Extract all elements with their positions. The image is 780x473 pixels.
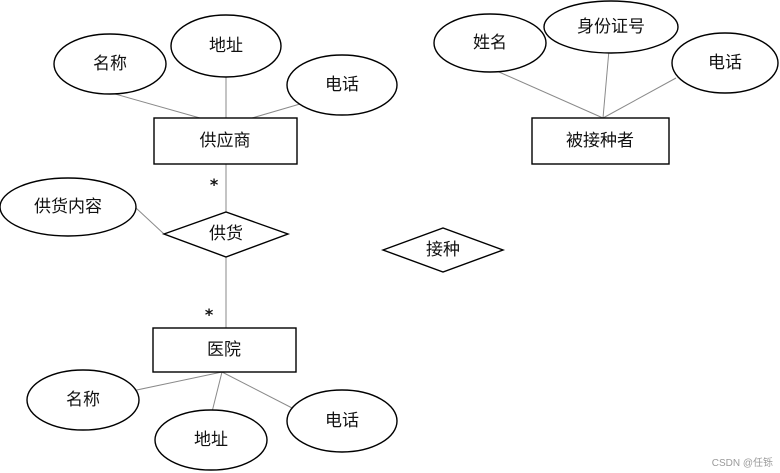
attribute-label: 身份证号 bbox=[577, 17, 645, 37]
relationship-label: 供货 bbox=[209, 224, 243, 244]
attribute-label: 姓名 bbox=[473, 33, 507, 53]
attribute-supplier-name: 名称 bbox=[53, 33, 167, 95]
link-supply-content bbox=[135, 207, 165, 235]
attribute-hospital-name: 名称 bbox=[26, 369, 140, 431]
attribute-label: 名称 bbox=[66, 390, 100, 410]
link-supplier-phone bbox=[251, 103, 301, 119]
attribute-label: 地址 bbox=[209, 36, 243, 56]
link-recipient-id bbox=[602, 49, 610, 119]
attribute-recipient-phone: 电话 bbox=[671, 32, 779, 94]
entity-hospital: 医院 bbox=[152, 327, 297, 373]
attribute-supplier-address: 地址 bbox=[170, 14, 282, 78]
link-recipient-phone bbox=[602, 77, 677, 119]
attribute-supply-content: 供货内容 bbox=[0, 177, 137, 237]
cardinality-hospital: * bbox=[205, 305, 214, 324]
attribute-hospital-address: 地址 bbox=[154, 409, 268, 471]
cardinality-supplier: * bbox=[210, 175, 219, 194]
relationship-supply: 供货 bbox=[161, 211, 291, 258]
attribute-label: 电话 bbox=[325, 75, 359, 95]
attribute-label: 名称 bbox=[93, 54, 127, 74]
attribute-label: 电话 bbox=[325, 411, 359, 431]
entity-supplier: 供应商 bbox=[153, 117, 298, 165]
relationship-label: 接种 bbox=[426, 240, 460, 260]
attribute-hospital-phone: 电话 bbox=[286, 389, 398, 453]
link-hospital-phone bbox=[221, 371, 297, 411]
attribute-supplier-phone: 电话 bbox=[286, 54, 398, 116]
attribute-label: 地址 bbox=[194, 430, 228, 450]
link-recipient-name bbox=[489, 67, 604, 119]
attribute-label: 电话 bbox=[708, 53, 742, 73]
entity-label: 供应商 bbox=[200, 131, 251, 151]
watermark: CSDN @任铄 bbox=[712, 456, 773, 469]
entity-label: 被接种者 bbox=[566, 131, 634, 151]
attribute-recipient-name: 姓名 bbox=[433, 13, 547, 73]
entity-recipient: 被接种者 bbox=[531, 117, 670, 165]
link-supplier-name bbox=[107, 91, 201, 119]
entity-label: 医院 bbox=[207, 340, 241, 360]
attribute-recipient-id: 身份证号 bbox=[543, 0, 679, 54]
attribute-label: 供货内容 bbox=[34, 197, 102, 217]
relationship-vaccinate: 接种 bbox=[380, 227, 506, 273]
